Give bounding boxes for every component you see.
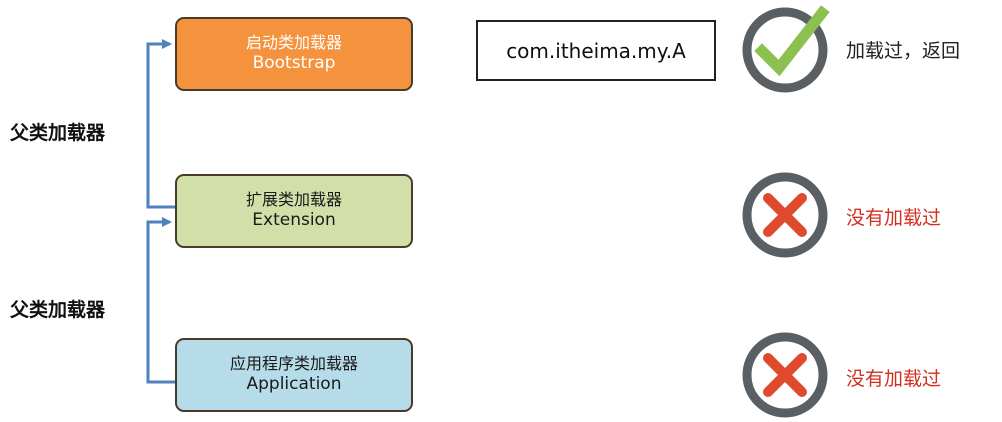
status-loaded-text: 加载过，返回 <box>846 40 961 62</box>
cross-icon <box>742 172 828 258</box>
loader-name-en: Bootstrap <box>252 53 336 74</box>
application-loader-box: 应用程序类加载器 Application <box>175 338 413 412</box>
parent-loader-label-1: 父类加载器 <box>10 122 106 144</box>
arrow-extension-to-bootstrap <box>146 39 176 209</box>
loader-name-en: Application <box>246 374 342 395</box>
class-name: com.itheima.my.A <box>506 38 686 63</box>
arrow-application-to-extension <box>146 217 176 384</box>
check-icon <box>742 5 830 93</box>
status-not-loaded-text: 没有加载过 <box>846 207 942 229</box>
cross-icon <box>742 332 828 418</box>
bootstrap-loader-box: 启动类加载器 Bootstrap <box>175 17 413 91</box>
status-not-loaded-text: 没有加载过 <box>846 368 942 390</box>
loader-name-zh: 启动类加载器 <box>245 33 342 53</box>
class-name-box: com.itheima.my.A <box>476 20 716 81</box>
parent-loader-label-2: 父类加载器 <box>10 299 106 321</box>
loader-name-en: Extension <box>252 210 336 231</box>
loader-name-zh: 扩展类加载器 <box>245 190 342 210</box>
extension-loader-box: 扩展类加载器 Extension <box>175 174 413 248</box>
loader-name-zh: 应用程序类加载器 <box>229 354 358 374</box>
